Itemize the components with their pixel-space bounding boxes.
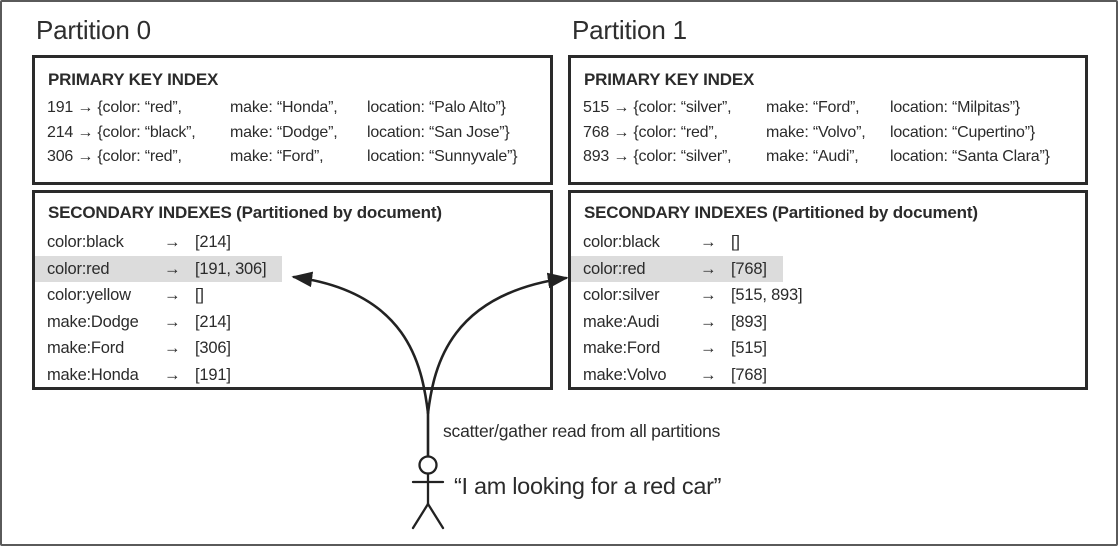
index-value: [515, 893] — [731, 286, 803, 304]
partition-1: Partition 1 PRIMARY KEY INDEX 515 → {col… — [568, 14, 1088, 390]
partition-1-secondary-indexes-box: SECONDARY INDEXES (Partitioned by docume… — [568, 190, 1088, 390]
pk-cell-location: location: “Santa Clara”} — [890, 148, 1050, 165]
pk-cell-id-color: 893 → {color: “silver”, — [583, 148, 732, 165]
pk-cell-id-color: 515 → {color: “silver”, — [583, 99, 732, 116]
index-key: color:black — [47, 233, 124, 251]
maps-to-arrow-icon: → — [700, 259, 717, 278]
pk-cell-id-color: 214 → {color: “black”, — [47, 123, 196, 141]
index-key: color:yellow — [47, 286, 131, 304]
index-key: make:Dodge — [47, 312, 139, 331]
index-key: color:red — [47, 259, 110, 278]
maps-to-arrow-icon: → — [164, 339, 181, 357]
pk-cell-make: make: “Ford”, — [766, 99, 860, 116]
partition-0-primary-key-index-box: PRIMARY KEY INDEX 191 → {color: “red”, m… — [32, 55, 553, 185]
index-key: make:Audi — [583, 312, 660, 331]
index-key: color:red — [583, 259, 646, 278]
maps-to-arrow-icon: → — [700, 365, 717, 384]
secondary-indexes-header: SECONDARY INDEXES (Partitioned by docume… — [584, 203, 978, 222]
secondary-index-row: color:silver → [515, 893] — [571, 282, 818, 309]
index-value: [191] — [195, 365, 231, 384]
index-value: [515] — [731, 339, 767, 357]
maps-to-arrow-icon: → — [164, 259, 181, 278]
secondary-index-row: color:black → [214] — [35, 229, 247, 256]
partition-0-secondary-indexes-box: SECONDARY INDEXES (Partitioned by docume… — [32, 190, 553, 390]
primary-key-row: 893 → {color: “silver”, make: “Audi”, lo… — [583, 145, 1077, 170]
index-value: [893] — [731, 312, 767, 331]
index-key: make:Ford — [47, 339, 125, 357]
primary-key-row: 515 → {color: “silver”, make: “Ford”, lo… — [583, 96, 1077, 121]
pk-cell-make: make: “Dodge”, — [230, 123, 338, 141]
maps-to-arrow-icon: → — [700, 233, 717, 251]
partition-0: Partition 0 PRIMARY KEY INDEX 191 → {col… — [32, 14, 553, 390]
pk-cell-location: location: “Sunnyvale”} — [367, 148, 518, 165]
secondary-index-row: color:yellow → [] — [35, 282, 220, 309]
pk-cell-id-color: 191 → {color: “red”, — [47, 99, 182, 116]
index-value: [214] — [195, 312, 231, 331]
maps-to-arrow-icon: → — [164, 286, 181, 304]
primary-key-row: 768 → {color: “red”, make: “Volvo”, loca… — [583, 121, 1077, 146]
secondary-index-row-highlighted: color:red → [191, 306] — [35, 255, 283, 282]
index-value: [214] — [195, 233, 231, 251]
index-key: color:black — [583, 233, 660, 251]
scatter-gather-label: scatter/gather read from all partitions — [443, 421, 721, 441]
pk-cell-make: make: “Ford”, — [230, 148, 324, 165]
maps-to-arrow-icon: → — [700, 312, 717, 331]
secondary-index-row: make:Ford → [515] — [571, 335, 783, 362]
index-key: make:Ford — [583, 339, 661, 357]
primary-key-index-header: PRIMARY KEY INDEX — [48, 70, 219, 89]
primary-key-row: 191 → {color: “red”, make: “Honda”, loca… — [47, 96, 542, 121]
secondary-index-row-highlighted: color:red → [768] — [571, 255, 783, 282]
secondary-index-row: make:Honda → [191] — [35, 362, 247, 388]
index-value: [] — [731, 233, 740, 251]
pk-cell-id-color: 306 → {color: “red”, — [47, 148, 182, 165]
maps-to-arrow-icon: → — [164, 312, 181, 331]
partition-1-title: Partition 1 — [572, 15, 687, 45]
index-value: [768] — [731, 259, 767, 278]
primary-key-row: 306 → {color: “red”, make: “Ford”, locat… — [47, 145, 542, 170]
secondary-index-row: make:Ford → [306] — [35, 335, 247, 362]
partition-1-primary-key-index-box: PRIMARY KEY INDEX 515 → {color: “silver”… — [568, 55, 1088, 185]
secondary-index-row: make:Audi → [893] — [571, 309, 783, 336]
pk-cell-location: location: “Palo Alto”} — [367, 99, 506, 116]
pk-cell-id-color: 768 → {color: “red”, — [583, 123, 718, 141]
maps-to-arrow-icon: → — [164, 365, 181, 384]
secondary-index-row: color:black → [] — [571, 229, 756, 256]
index-key: make:Volvo — [583, 365, 667, 384]
pk-cell-location: location: “San Jose”} — [367, 123, 510, 141]
index-value: [768] — [731, 365, 767, 384]
pk-cell-location: location: “Cupertino”} — [890, 123, 1036, 141]
secondary-indexes-header: SECONDARY INDEXES (Partitioned by docume… — [48, 203, 442, 222]
primary-key-row: 214 → {color: “black”, make: “Dodge”, lo… — [47, 121, 542, 146]
index-key: color:silver — [583, 286, 660, 304]
pk-cell-make: make: “Audi”, — [766, 148, 859, 165]
maps-to-arrow-icon: → — [164, 233, 181, 251]
pk-cell-make: make: “Honda”, — [230, 99, 338, 116]
pk-cell-location: location: “Milpitas”} — [890, 99, 1021, 116]
secondary-index-row: make:Volvo → [768] — [571, 362, 783, 388]
index-key: make:Honda — [47, 365, 139, 384]
index-value: [] — [195, 286, 204, 304]
secondary-index-row: make:Dodge → [214] — [35, 309, 247, 336]
user-quote: “I am looking for a red car” — [454, 473, 722, 499]
pk-cell-make: make: “Volvo”, — [766, 123, 866, 141]
partition-0-title: Partition 0 — [36, 15, 151, 45]
index-value: [191, 306] — [195, 259, 267, 278]
maps-to-arrow-icon: → — [700, 286, 717, 304]
index-value: [306] — [195, 339, 231, 357]
maps-to-arrow-icon: → — [700, 339, 717, 357]
primary-key-index-header: PRIMARY KEY INDEX — [584, 70, 755, 89]
user-stick-figure-icon — [411, 455, 445, 530]
